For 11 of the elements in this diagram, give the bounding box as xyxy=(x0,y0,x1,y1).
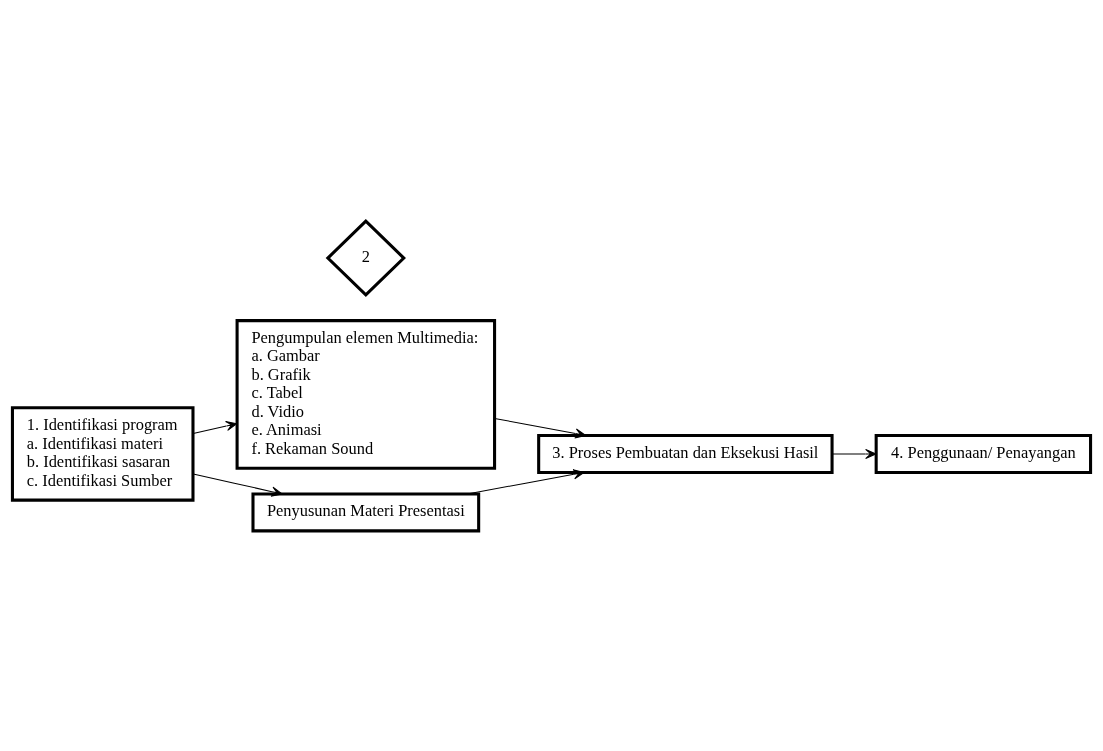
arrow xyxy=(192,420,238,434)
node-box: Pengumpulan elemen Multimedia: a. Gambar b. Grafik c. Tabel d. Vidio e. Animasi f. Rekaman Sound xyxy=(235,318,497,470)
arrow xyxy=(831,448,877,459)
node-diamond: 2 xyxy=(325,218,406,297)
arrow xyxy=(466,468,585,494)
node-box: 1. Identifikasi program a. Identifikasi materi b. Identifikasi sasaran c. Identifikasi Sumber xyxy=(10,405,195,502)
node-box: Penyusunan Materi Presentasi xyxy=(251,491,481,532)
arrow xyxy=(494,417,587,439)
arrow xyxy=(192,473,283,497)
node-box: 3. Proses Pembuatan dan Eksekusi Hasil xyxy=(537,433,834,474)
node-box: 4. Penggunaan/ Penayangan xyxy=(874,433,1093,474)
